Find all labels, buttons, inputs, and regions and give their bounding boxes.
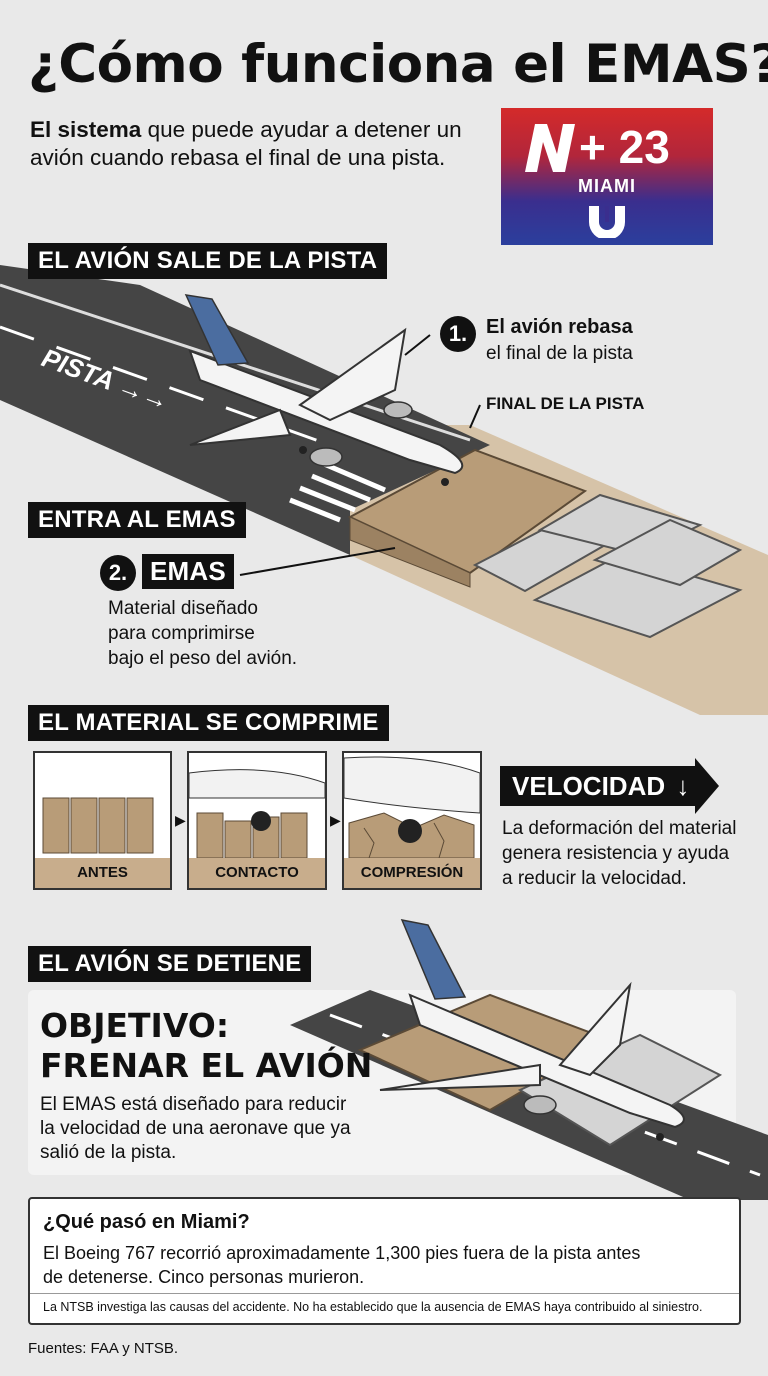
- question-body-line: El Boeing 767 recorrió aproximadamente 1…: [43, 1243, 641, 1263]
- section3-banner: EL MATERIAL SE COMPRIME: [28, 705, 389, 741]
- arrow-down-icon: ↓: [676, 771, 690, 801]
- speed-arrow-head-icon: [695, 758, 719, 814]
- objective-heading: OBJETIVO: FRENAR EL AVIÓN: [40, 1006, 372, 1086]
- panel-contact-caption: CONTACTO: [189, 858, 325, 888]
- runway-illustration: PISTA →→: [0, 265, 768, 715]
- emas-gray-blocks: [472, 493, 743, 639]
- blocks-compression-icon: [343, 756, 481, 859]
- page-title: ¿Cómo funciona el EMAS?: [28, 34, 768, 95]
- objective-line: FRENAR EL AVIÓN: [40, 1046, 373, 1085]
- step1-desc: el final de la pista: [486, 343, 633, 364]
- speed-desc-line: La deformación del material: [502, 818, 737, 839]
- airplane-icon: [184, 294, 464, 486]
- objective-desc-line: la velocidad de una aeronave que ya: [40, 1118, 351, 1139]
- speed-desc-line: a reducir la velocidad.: [502, 868, 687, 889]
- question-body: El Boeing 767 recorrió aproximadamente 1…: [43, 1241, 640, 1289]
- blocks-before-icon: [42, 797, 154, 854]
- subtitle-bold: El sistema: [30, 117, 142, 142]
- logo-city: MIAMI: [578, 176, 636, 196]
- panel-compression: COMPRESIÓN: [342, 751, 482, 890]
- sources: Fuentes: FAA y NTSB.: [28, 1340, 179, 1357]
- speed-label: VELOCIDAD: [512, 771, 666, 801]
- miami-question-card: ¿Qué pasó en Miami? El Boeing 767 recorr…: [28, 1197, 741, 1325]
- section4-banner: EL AVIÓN SE DETIENE: [28, 946, 312, 982]
- panel-compression-caption: COMPRESIÓN: [344, 858, 480, 888]
- section2-banner: ENTRA AL EMAS: [28, 502, 246, 538]
- step2-desc-line: Material diseñado: [108, 598, 258, 619]
- blocks-contact-icon: [188, 769, 326, 859]
- step1-number: 1.: [440, 316, 476, 352]
- panel-before-caption: ANTES: [35, 858, 170, 888]
- stopped-airplane-illustration: [290, 918, 768, 1200]
- step2-number: 2.: [100, 555, 136, 591]
- panel-arrow-icon: ▶: [330, 812, 341, 828]
- logo-number: + 23: [579, 121, 670, 173]
- emas-tan-blocks: [347, 448, 588, 588]
- speed-desc: La deformación del material genera resis…: [502, 816, 736, 891]
- question-note: La NTSB investiga las causas del acciden…: [43, 1300, 703, 1314]
- page-subtitle: El sistema que puede ayudar a detener un…: [30, 116, 490, 172]
- panel-arrow-icon: ▶: [175, 812, 186, 828]
- univision-23-logo: + 23 MIAMI: [501, 108, 713, 245]
- step1-leader-line: [404, 334, 431, 356]
- airplane-icon: [379, 918, 685, 1141]
- objective-desc-line: El EMAS está diseñado para reducir: [40, 1094, 347, 1115]
- subtitle-rest: que puede ayudar a detener un avión cuan…: [30, 117, 462, 170]
- end-leader-line: [469, 404, 481, 429]
- question-divider: [30, 1293, 739, 1294]
- step2-desc-line: para comprimirse: [108, 623, 255, 644]
- question-body-line: de detenerse. Cinco personas murieron.: [43, 1267, 365, 1287]
- speed-desc-line: genera resistencia y ayuda: [502, 843, 730, 864]
- emas-leader-line: [239, 547, 396, 576]
- speed-badge: VELOCIDAD ↓: [500, 766, 695, 806]
- step1-title: El avión rebasa: [486, 316, 633, 338]
- objective-line: OBJETIVO:: [40, 1006, 230, 1045]
- section1-banner: EL AVIÓN SALE DE LA PISTA: [28, 243, 388, 279]
- objective-desc: El EMAS está diseñado para reducir la ve…: [40, 1093, 351, 1165]
- panel-before: ANTES: [33, 751, 172, 890]
- n-logo-mark-icon: [525, 124, 575, 172]
- step2-title: EMAS: [142, 554, 234, 589]
- objective-desc-line: salió de la pista.: [40, 1142, 177, 1163]
- step2-desc: Material diseñado para comprimirse bajo …: [108, 596, 297, 671]
- univision-icon: [589, 206, 625, 238]
- question-title: ¿Qué pasó en Miami?: [43, 1211, 250, 1233]
- threshold-stripes: [289, 461, 386, 523]
- end-of-runway-label: FINAL DE LA PISTA: [486, 394, 645, 413]
- step2-desc-line: bajo el peso del avión.: [108, 648, 298, 669]
- panel-contact: CONTACTO: [187, 751, 327, 890]
